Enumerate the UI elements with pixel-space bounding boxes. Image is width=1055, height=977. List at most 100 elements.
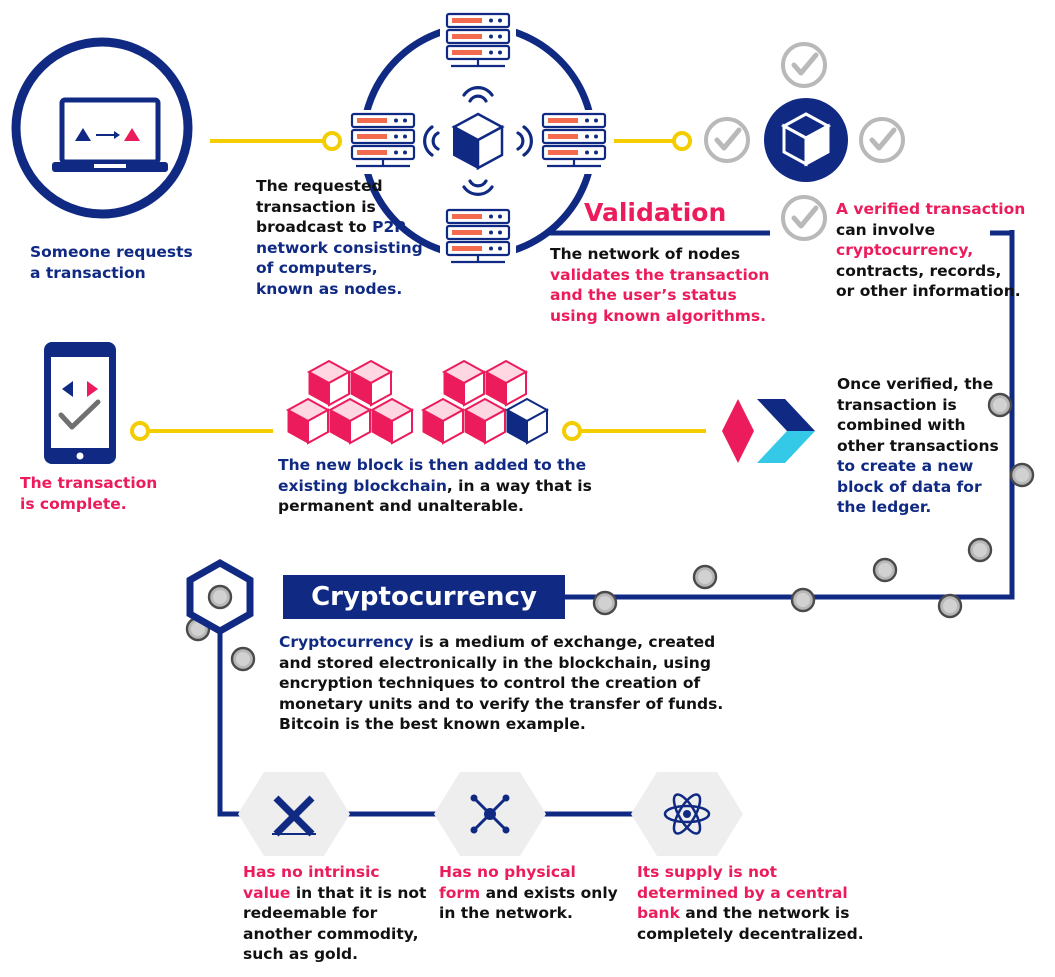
validation-title: Validation bbox=[584, 198, 727, 227]
verified-line: contracts, records, bbox=[836, 261, 1002, 280]
server-icon bbox=[445, 12, 511, 68]
feature-decentralized-supply: Its supply is not determined by a centra… bbox=[637, 862, 864, 944]
added-line: existing blockchain, in a way that is bbox=[278, 476, 592, 497]
feature-highlight: form bbox=[439, 883, 481, 902]
feature-no-physical-form: Has no physical form and exists only in … bbox=[439, 862, 618, 924]
broadcast-plain: broadcast to bbox=[256, 218, 373, 236]
combined-line: block of data for bbox=[837, 477, 982, 496]
description-line: and stored electronically in the blockch… bbox=[279, 653, 711, 672]
added-line: The new block is then added to the bbox=[278, 456, 587, 474]
description-line: Cryptocurrency is a medium of exchange, … bbox=[279, 632, 723, 653]
validation-line: validates the transaction bbox=[550, 265, 770, 284]
feature-line: in the network. bbox=[439, 904, 573, 922]
cryptocurrency-banner: Cryptocurrency bbox=[283, 575, 565, 619]
feature-highlight: value bbox=[243, 883, 291, 902]
connector-dot bbox=[672, 131, 692, 151]
feature-no-intrinsic-value: Has no intrinsic value in that it is not… bbox=[243, 862, 426, 965]
description-line: monetary units and to verify the transfe… bbox=[279, 694, 724, 713]
description-plain: is a medium of exchange, created bbox=[413, 633, 716, 651]
feature-line: completely decentralized. bbox=[637, 924, 864, 943]
complete-line: The transaction bbox=[20, 474, 158, 492]
request-label: Someone requests a transaction bbox=[30, 242, 193, 283]
verified-text: A verified transaction can involve crypt… bbox=[836, 199, 1025, 302]
feature-line: Its supply is not bbox=[637, 863, 778, 881]
added-line: permanent and unalterable. bbox=[278, 497, 524, 515]
added-text: The new block is then added to the exist… bbox=[278, 455, 592, 517]
validation-line: The network of nodes bbox=[550, 245, 741, 263]
combined-line: Once verified, the bbox=[837, 375, 994, 393]
cube-icon bbox=[451, 112, 505, 171]
p2p-highlight: P2P bbox=[372, 218, 406, 236]
cryptocurrency-description: Cryptocurrency is a medium of exchange, … bbox=[279, 632, 723, 735]
broadcast-line: broadcast to P2P bbox=[256, 217, 423, 238]
validation-line: using known algorithms. bbox=[550, 306, 767, 325]
no-value-icon bbox=[238, 772, 350, 856]
laptop-icon bbox=[11, 37, 193, 219]
feature-line: Has no intrinsic bbox=[243, 863, 380, 881]
node-icon bbox=[592, 590, 618, 616]
server-icon bbox=[541, 112, 607, 168]
wifi-signal-icon bbox=[423, 86, 533, 196]
combined-text: Once verified, the transaction is combin… bbox=[837, 374, 999, 518]
node-icon bbox=[1009, 462, 1035, 488]
server-icon bbox=[445, 208, 511, 264]
feature-line: determined by a central bbox=[637, 883, 848, 902]
feature-plain: and exists only bbox=[480, 883, 618, 902]
node-icon bbox=[230, 646, 256, 672]
combined-line: other transactions bbox=[837, 436, 999, 455]
complete-line: is complete. bbox=[20, 494, 127, 513]
feature-line: Has no physical bbox=[439, 863, 576, 881]
combined-line: transaction is bbox=[837, 395, 957, 414]
checkmark-icon bbox=[861, 119, 903, 161]
verified-line: cryptocurrency, bbox=[836, 241, 974, 259]
verified-line: A verified transaction bbox=[836, 200, 1026, 218]
node-icon bbox=[692, 564, 718, 590]
broadcast-line: known as nodes. bbox=[256, 279, 403, 298]
smartphone-icon bbox=[44, 342, 116, 464]
connector-dot bbox=[130, 421, 150, 441]
complete-label: The transaction is complete. bbox=[20, 473, 157, 514]
feature-highlight: bank bbox=[637, 904, 680, 922]
added-plain: , in a way that is bbox=[446, 476, 592, 495]
feature-line: another commodity, bbox=[243, 924, 419, 943]
feature-plain: in that it is not bbox=[290, 883, 427, 902]
checkmark-icon bbox=[783, 44, 825, 86]
node-icon bbox=[790, 587, 816, 613]
description-line: Bitcoin is the best known example. bbox=[279, 715, 586, 733]
node-icon bbox=[967, 537, 993, 563]
node-icon bbox=[872, 557, 898, 583]
feature-line: form and exists only bbox=[439, 883, 618, 904]
chevron-arrow-icon bbox=[722, 399, 815, 463]
broadcast-line: The requested bbox=[256, 177, 383, 195]
validation-text: The network of nodes validates the trans… bbox=[550, 244, 769, 326]
validated-cube-icon bbox=[764, 98, 848, 182]
broadcast-line: transaction is bbox=[256, 197, 376, 216]
request-line: a transaction bbox=[30, 263, 146, 282]
feature-line: bank and the network is bbox=[637, 903, 864, 924]
blocks-icon bbox=[287, 360, 548, 444]
feature-plain: and the network is bbox=[679, 904, 850, 922]
combined-line: the ledger. bbox=[837, 498, 932, 516]
process-path bbox=[565, 230, 1015, 600]
verified-line: or other information. bbox=[836, 282, 1021, 300]
cryptocurrency-highlight: Cryptocurrency bbox=[279, 633, 414, 651]
combined-line: to create a new bbox=[837, 457, 974, 475]
feature-line: value in that it is not bbox=[243, 883, 426, 904]
hexagon-node-icon bbox=[186, 558, 254, 636]
broadcast-line: network consisting bbox=[256, 238, 423, 257]
atom-icon bbox=[631, 772, 743, 856]
verified-line: can involve bbox=[836, 220, 936, 239]
connector-dot bbox=[562, 421, 582, 441]
broadcast-text: The requested transaction is broadcast t… bbox=[256, 176, 423, 299]
molecule-icon bbox=[434, 772, 546, 856]
blockchain-highlight: existing blockchain bbox=[278, 476, 447, 495]
combined-line: combined with bbox=[837, 416, 966, 434]
request-line: Someone requests bbox=[30, 243, 193, 261]
broadcast-line: of computers, bbox=[256, 259, 378, 277]
feature-line: redeemable for bbox=[243, 904, 378, 922]
validation-line: and the user’s status bbox=[550, 286, 737, 304]
connector-dot bbox=[322, 131, 342, 151]
checkmark-icon bbox=[706, 119, 748, 161]
feature-line: such as gold. bbox=[243, 945, 359, 963]
